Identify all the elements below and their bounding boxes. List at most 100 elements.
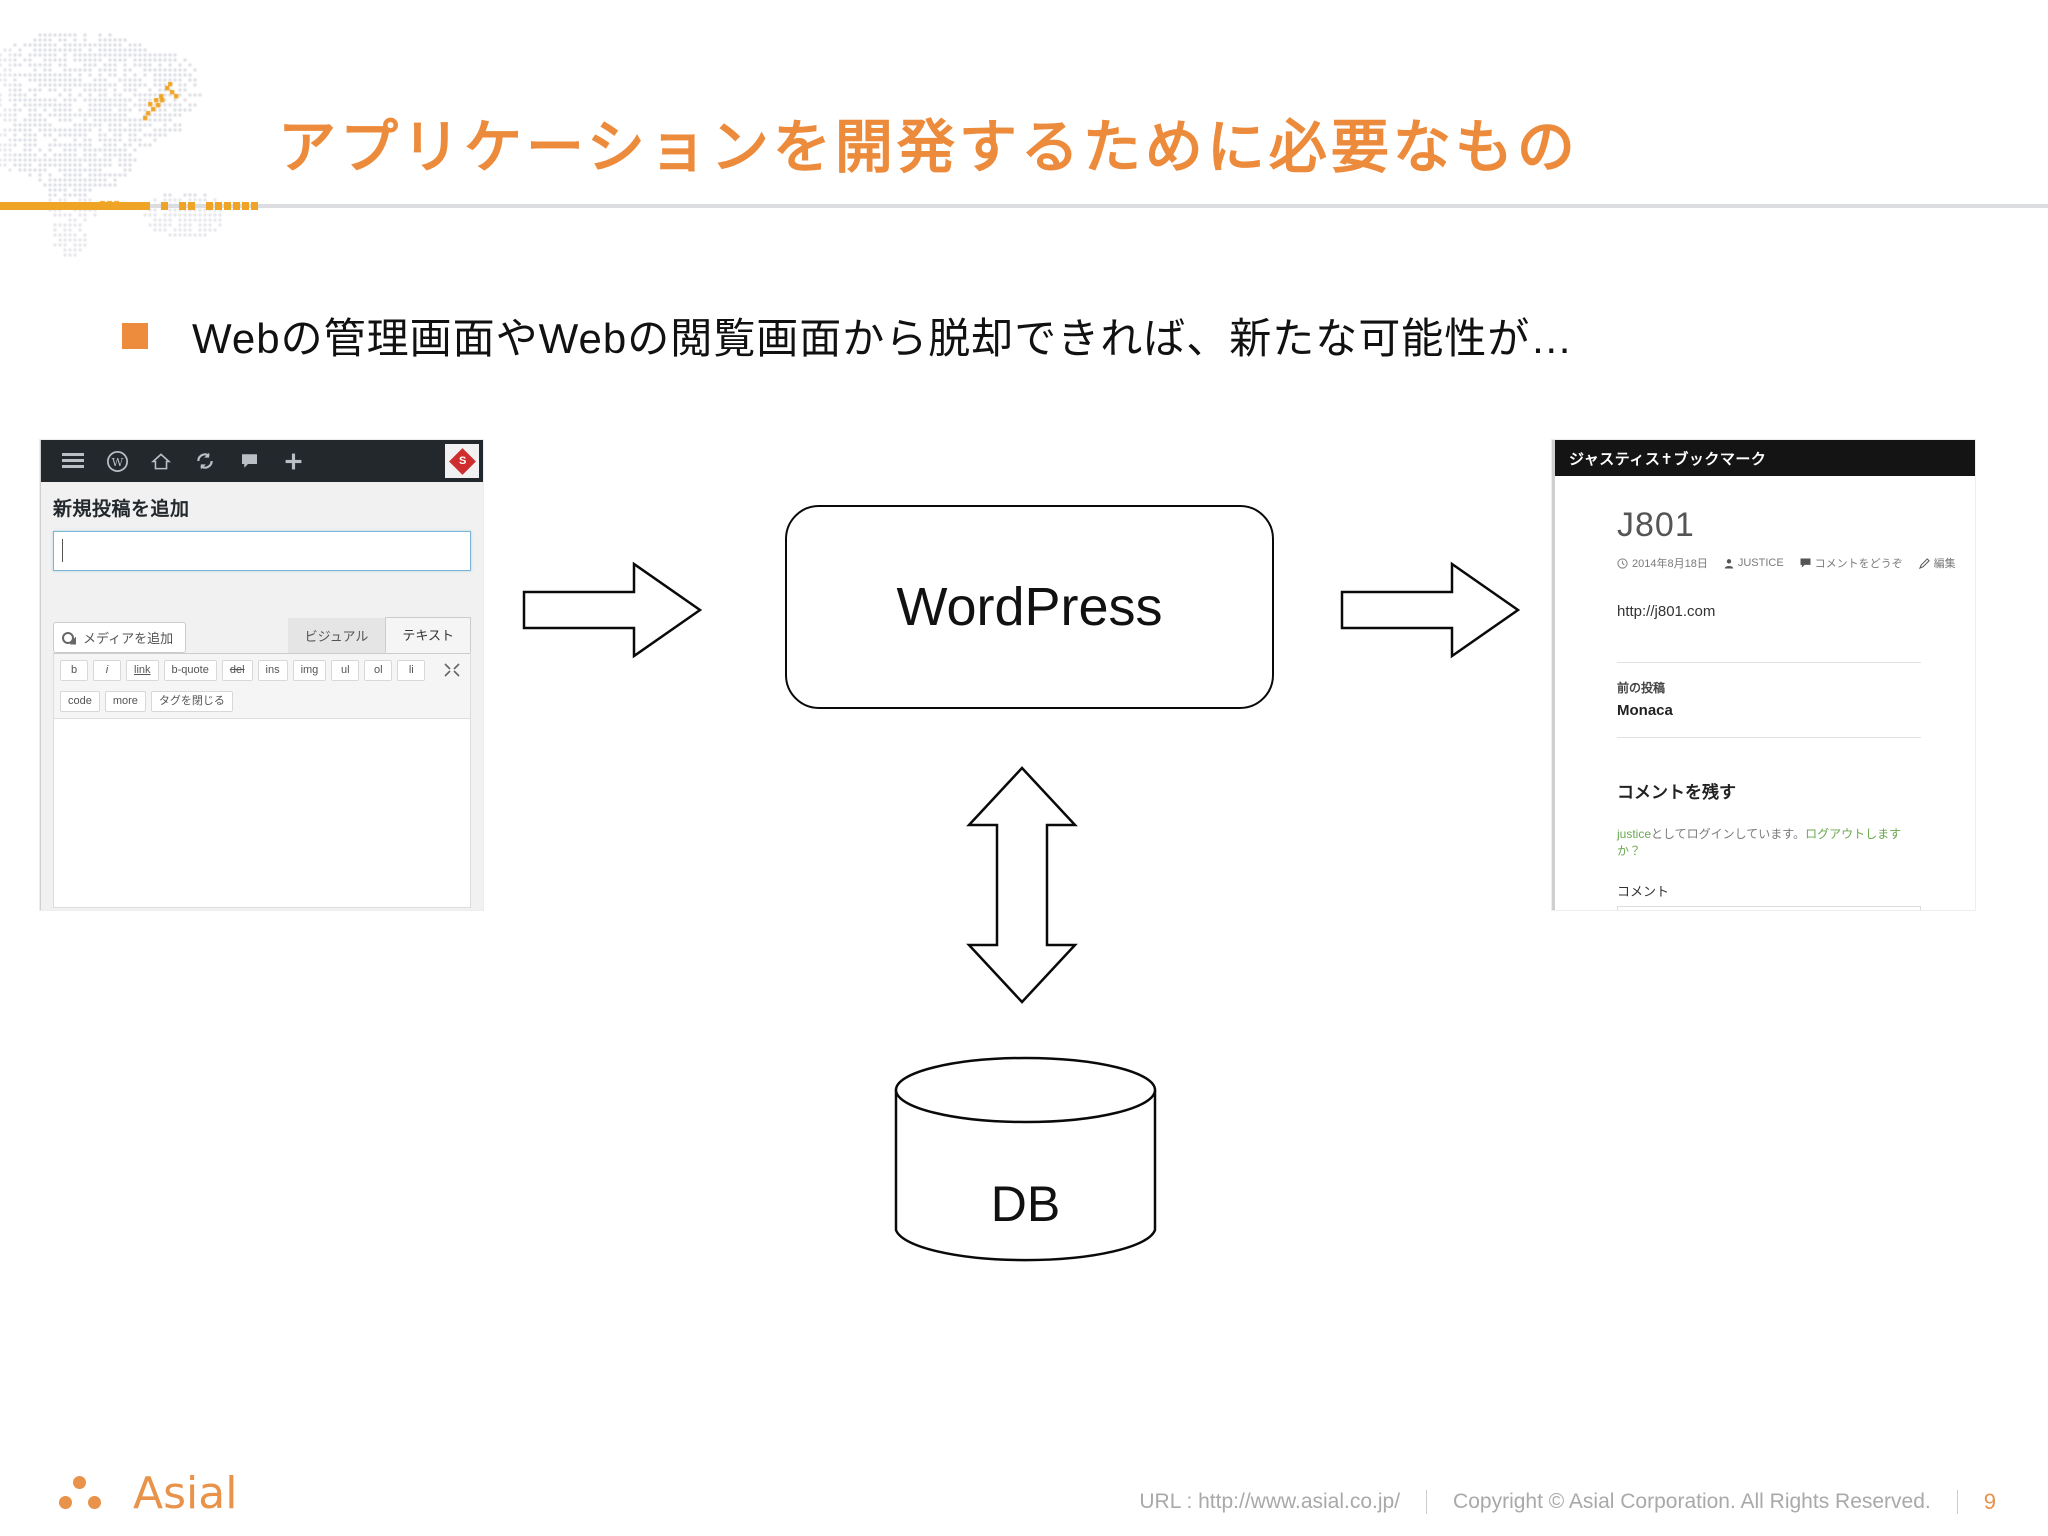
logout-link[interactable]: ログアウトしますか？	[1617, 827, 1902, 858]
red-diamond-icon[interactable]: S	[445, 444, 479, 478]
quicktag-img[interactable]: img	[292, 660, 327, 681]
wordpress-admin-screenshot: W S 新規投稿を追加	[40, 440, 483, 910]
post-author-text: JUSTICE	[1737, 557, 1784, 569]
comment-login-notice: justiceとしてログインしています。ログアウトしますか？	[1617, 825, 1921, 859]
public-site-screenshot: ジャスティス✝ブックマーク J801 2014年8月18日 JUSTICE コメ…	[1552, 440, 1975, 910]
divider-dot	[251, 202, 258, 210]
footer-copyright: Copyright © Asial Corporation. All Right…	[1453, 1490, 1931, 1513]
divider-dot	[206, 202, 213, 210]
bullet-row: Webの管理画面やWebの閲覧画面から脱却できれば、新たな可能性が…	[122, 305, 1573, 366]
page-number: 9	[1983, 1489, 1996, 1514]
square-bullet-icon	[122, 322, 148, 349]
post-date-text: 2014年8月18日	[1632, 558, 1708, 570]
post-author[interactable]: JUSTICE	[1724, 557, 1784, 569]
logo-text: Asial	[133, 1468, 238, 1519]
prev-post-title[interactable]: Monaca	[1617, 702, 1673, 719]
media-icon	[62, 631, 76, 645]
divider	[1617, 662, 1921, 663]
footer-url: URL : http://www.asial.co.jp/	[1139, 1490, 1401, 1513]
bullet-text: Webの管理画面やWebの閲覧画面から脱却できれば、新たな可能性が…	[192, 315, 1574, 362]
media-and-tabs-row: メディアを追加 ビジュアル テキスト	[53, 617, 471, 653]
divider-dot	[224, 202, 231, 210]
logo-dot-top	[73, 1476, 86, 1489]
clock-icon	[1617, 557, 1628, 569]
comment-icon	[1800, 558, 1811, 568]
arrow-left-to-wordpress	[522, 561, 702, 659]
post-meta: 2014年8月18日 JUSTICE コメントをどうぞ 編集	[1617, 555, 1956, 571]
comment-field-label: コメント	[1617, 884, 1670, 899]
login-notice-text: としてログインしています。	[1651, 827, 1806, 841]
wp-admin-bar: W S	[41, 440, 483, 482]
post-comments-link[interactable]: コメントをどうぞ	[1800, 555, 1903, 571]
footer-right: URL : http://www.asial.co.jp/ Copyright …	[1139, 1489, 1996, 1515]
quicktag-i[interactable]: i	[93, 660, 121, 681]
page-title: アプリケーションを開発するために必要なもの	[278, 115, 1579, 180]
db-node: DB	[893, 1055, 1158, 1265]
red-diamond-glyph: S	[458, 454, 466, 467]
menu-icon[interactable]	[51, 440, 95, 482]
title-divider	[0, 204, 2048, 208]
quicktag-ol[interactable]: ol	[364, 660, 393, 681]
post-title-input[interactable]	[53, 531, 471, 571]
comment-icon[interactable]	[227, 440, 271, 482]
title-divider-dots	[152, 202, 258, 210]
divider-dot	[188, 202, 195, 210]
site-header-bar: ジャスティス✝ブックマーク	[1555, 440, 1975, 476]
post-edit-text: 編集	[1933, 558, 1956, 570]
add-media-label: メディアを追加	[83, 631, 174, 646]
quicktag-b[interactable]: b	[60, 660, 88, 681]
tab-visual[interactable]: ビジュアル	[287, 618, 386, 653]
site-main: J801 2014年8月18日 JUSTICE コメントをどうぞ 編集	[1555, 476, 1975, 910]
post-edit-link[interactable]: 編集	[1918, 555, 1956, 571]
divider-dot	[215, 202, 222, 210]
logged-in-user-link[interactable]: justice	[1617, 827, 1652, 841]
db-node-label: DB	[990, 1176, 1061, 1232]
user-icon	[1724, 558, 1733, 568]
refresh-icon[interactable]	[183, 440, 227, 482]
logo-dot-right	[88, 1496, 101, 1509]
quicktag-code[interactable]: code	[60, 691, 100, 712]
quicktag-タグを閉じる[interactable]: タグを閉じる	[150, 691, 233, 712]
title-divider-accent	[0, 202, 150, 210]
tab-text[interactable]: テキスト	[385, 617, 471, 653]
post-content-editor[interactable]	[53, 719, 471, 908]
quicktag-link[interactable]: link	[126, 660, 159, 681]
quicktag-ins[interactable]: ins	[257, 660, 288, 681]
divider-dot	[179, 202, 186, 210]
fullscreen-icon[interactable]	[444, 663, 460, 677]
prev-post-label: 前の投稿	[1617, 681, 1666, 695]
divider	[1617, 737, 1921, 738]
divider-dot	[242, 202, 249, 210]
arrow-wordpress-to-db	[966, 766, 1078, 1004]
asial-logo: Asial	[55, 1468, 237, 1524]
quicktag-li[interactable]: li	[397, 660, 426, 681]
quicktag-ul[interactable]: ul	[331, 660, 360, 681]
wordpress-node: WordPress	[785, 505, 1274, 709]
text-caret	[62, 539, 63, 562]
home-icon[interactable]	[139, 440, 183, 482]
svg-text:W: W	[111, 454, 123, 468]
site-header-title: ジャスティス✝ブックマーク	[1569, 450, 1767, 468]
pencil-icon	[1918, 557, 1930, 569]
quicktag-b-quote[interactable]: b-quote	[163, 660, 217, 681]
post-comments-text: コメントをどうぞ	[1814, 558, 1903, 570]
post-title: J801	[1617, 506, 1695, 544]
quicktag-more[interactable]: more	[104, 691, 146, 712]
comment-section-heading: コメントを残す	[1617, 783, 1736, 802]
divider-dot	[233, 202, 240, 210]
add-media-button[interactable]: メディアを追加	[53, 622, 187, 653]
logo-dot-left	[59, 1496, 72, 1509]
footer-separator	[1426, 1490, 1428, 1514]
wordpress-logo-icon[interactable]: W	[95, 440, 139, 482]
comment-textarea[interactable]	[1617, 906, 1921, 910]
editor-tabs: ビジュアル テキスト	[287, 617, 471, 653]
divider-dot	[161, 202, 168, 210]
plus-icon[interactable]	[271, 440, 315, 482]
post-content-link[interactable]: http://j801.com	[1617, 603, 1716, 620]
quicktag-del[interactable]: del	[221, 660, 253, 681]
spacer	[53, 571, 471, 617]
footer-separator	[1956, 1490, 1958, 1514]
